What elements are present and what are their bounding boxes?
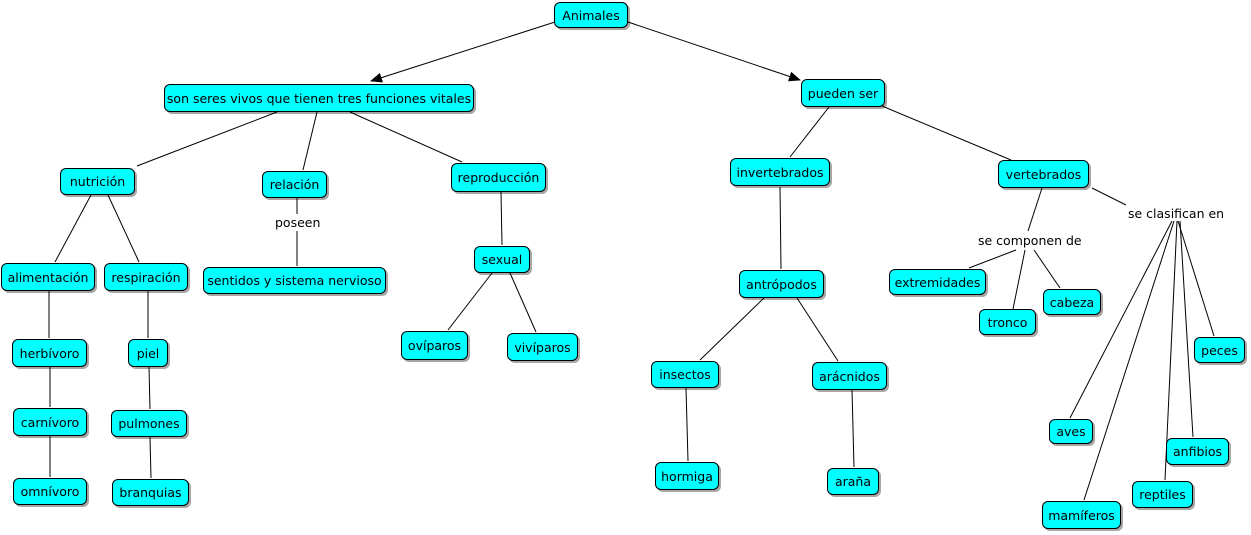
node-mamiferos[interactable]: mamíferos	[1042, 501, 1121, 529]
node-artropodos[interactable]: antrópodos	[739, 270, 824, 298]
connector-funciones-relacion	[302, 111, 318, 171]
connector-insectos-hormiga	[685, 387, 689, 462]
connector-vertebrados-se-componen	[1027, 187, 1043, 232]
node-reptiles[interactable]: reptiles	[1132, 481, 1193, 508]
node-anfibios[interactable]: anfibios	[1166, 438, 1229, 465]
node-alimentacion[interactable]: alimentación	[1, 263, 95, 291]
node-viviparos[interactable]: vivíparos	[507, 333, 578, 361]
connector-se-clasifican-peces	[1177, 220, 1215, 337]
node-herbivoro[interactable]: herbívoro	[12, 339, 87, 367]
node-invertebrados[interactable]: invertebrados	[730, 158, 830, 186]
node-cabeza[interactable]: cabeza	[1043, 289, 1101, 315]
connector-pulmones-branquias	[149, 436, 152, 479]
node-arana[interactable]: araña	[827, 468, 879, 495]
node-aracnidos[interactable]: arácnidos	[812, 362, 887, 390]
connector-se-clasifican-reptiles	[1164, 220, 1178, 481]
connector-funciones-nutricion	[136, 111, 278, 167]
link-label-poseen: poseen	[273, 215, 323, 230]
connector-artropodos-insectos	[699, 297, 765, 361]
connector-se-clasifican-mamiferos	[1083, 220, 1175, 501]
connector-nutricion-alimentacion	[54, 194, 92, 263]
connector-piel-pulmones	[148, 366, 151, 410]
connector-artropodos-aracnidos	[796, 297, 839, 362]
node-omnivoro[interactable]: omnívoro	[13, 478, 87, 505]
connector-pueden-ser-invertebrados	[789, 106, 830, 158]
node-insectos[interactable]: insectos	[651, 361, 719, 388]
node-carnivoro[interactable]: carnívoro	[13, 408, 87, 436]
connector-animales-funciones	[370, 21, 556, 83]
node-tronco[interactable]: tronco	[979, 309, 1036, 335]
node-branquias[interactable]: branquias	[112, 479, 189, 506]
connector-invertebrados-artropodos	[779, 186, 782, 270]
node-piel[interactable]: piel	[128, 339, 168, 367]
node-respiracion[interactable]: respiración	[104, 263, 188, 291]
node-oviparos[interactable]: ovíparos	[401, 331, 468, 360]
connector-aracnidos-arana	[851, 389, 855, 468]
node-sentidos[interactable]: sentidos y sistema nervioso	[203, 267, 386, 294]
connector-reproduccion-sexual	[500, 191, 503, 246]
node-animales[interactable]: Animales	[554, 2, 628, 28]
node-relacion[interactable]: relación	[262, 171, 327, 198]
link-label-se-componen-de: se componen de	[976, 233, 1084, 248]
connector-funciones-reproduccion	[349, 111, 463, 163]
node-extremidades[interactable]: extremidades	[889, 269, 986, 295]
node-hormiga[interactable]: hormiga	[655, 462, 719, 490]
node-aves[interactable]: aves	[1049, 419, 1093, 444]
node-funciones-vitales[interactable]: son seres vivos que tienen tres funcione…	[164, 84, 474, 112]
connector-se-clasifican-aves	[1069, 220, 1173, 419]
node-sexual[interactable]: sexual	[474, 246, 530, 273]
connector-se-componen-tronco	[1012, 249, 1026, 310]
connector-vertebrados-se-clasifican	[1091, 187, 1127, 206]
connector-se-clasifican-anfibios	[1179, 220, 1194, 438]
connector-se-componen-extremidades	[968, 249, 1017, 269]
node-peces[interactable]: peces	[1194, 337, 1245, 363]
connector-nutricion-respiracion	[107, 194, 140, 263]
link-label-se-clasifican-en: se clasifican en	[1126, 206, 1227, 221]
connector-sexual-oviparos	[447, 272, 493, 331]
node-reproduccion[interactable]: reproducción	[451, 163, 546, 192]
connector-sexual-viviparos	[509, 272, 537, 333]
node-vertebrados[interactable]: vertebrados	[998, 160, 1089, 188]
node-pulmones[interactable]: pulmones	[111, 410, 187, 437]
node-nutricion[interactable]: nutrición	[60, 168, 135, 195]
connector-pueden-ser-vertebrados	[881, 105, 1012, 161]
connector-se-componen-cabeza	[1033, 249, 1061, 289]
connector-animales-pueden-ser	[627, 21, 801, 82]
node-pueden-ser[interactable]: pueden ser	[801, 79, 885, 107]
